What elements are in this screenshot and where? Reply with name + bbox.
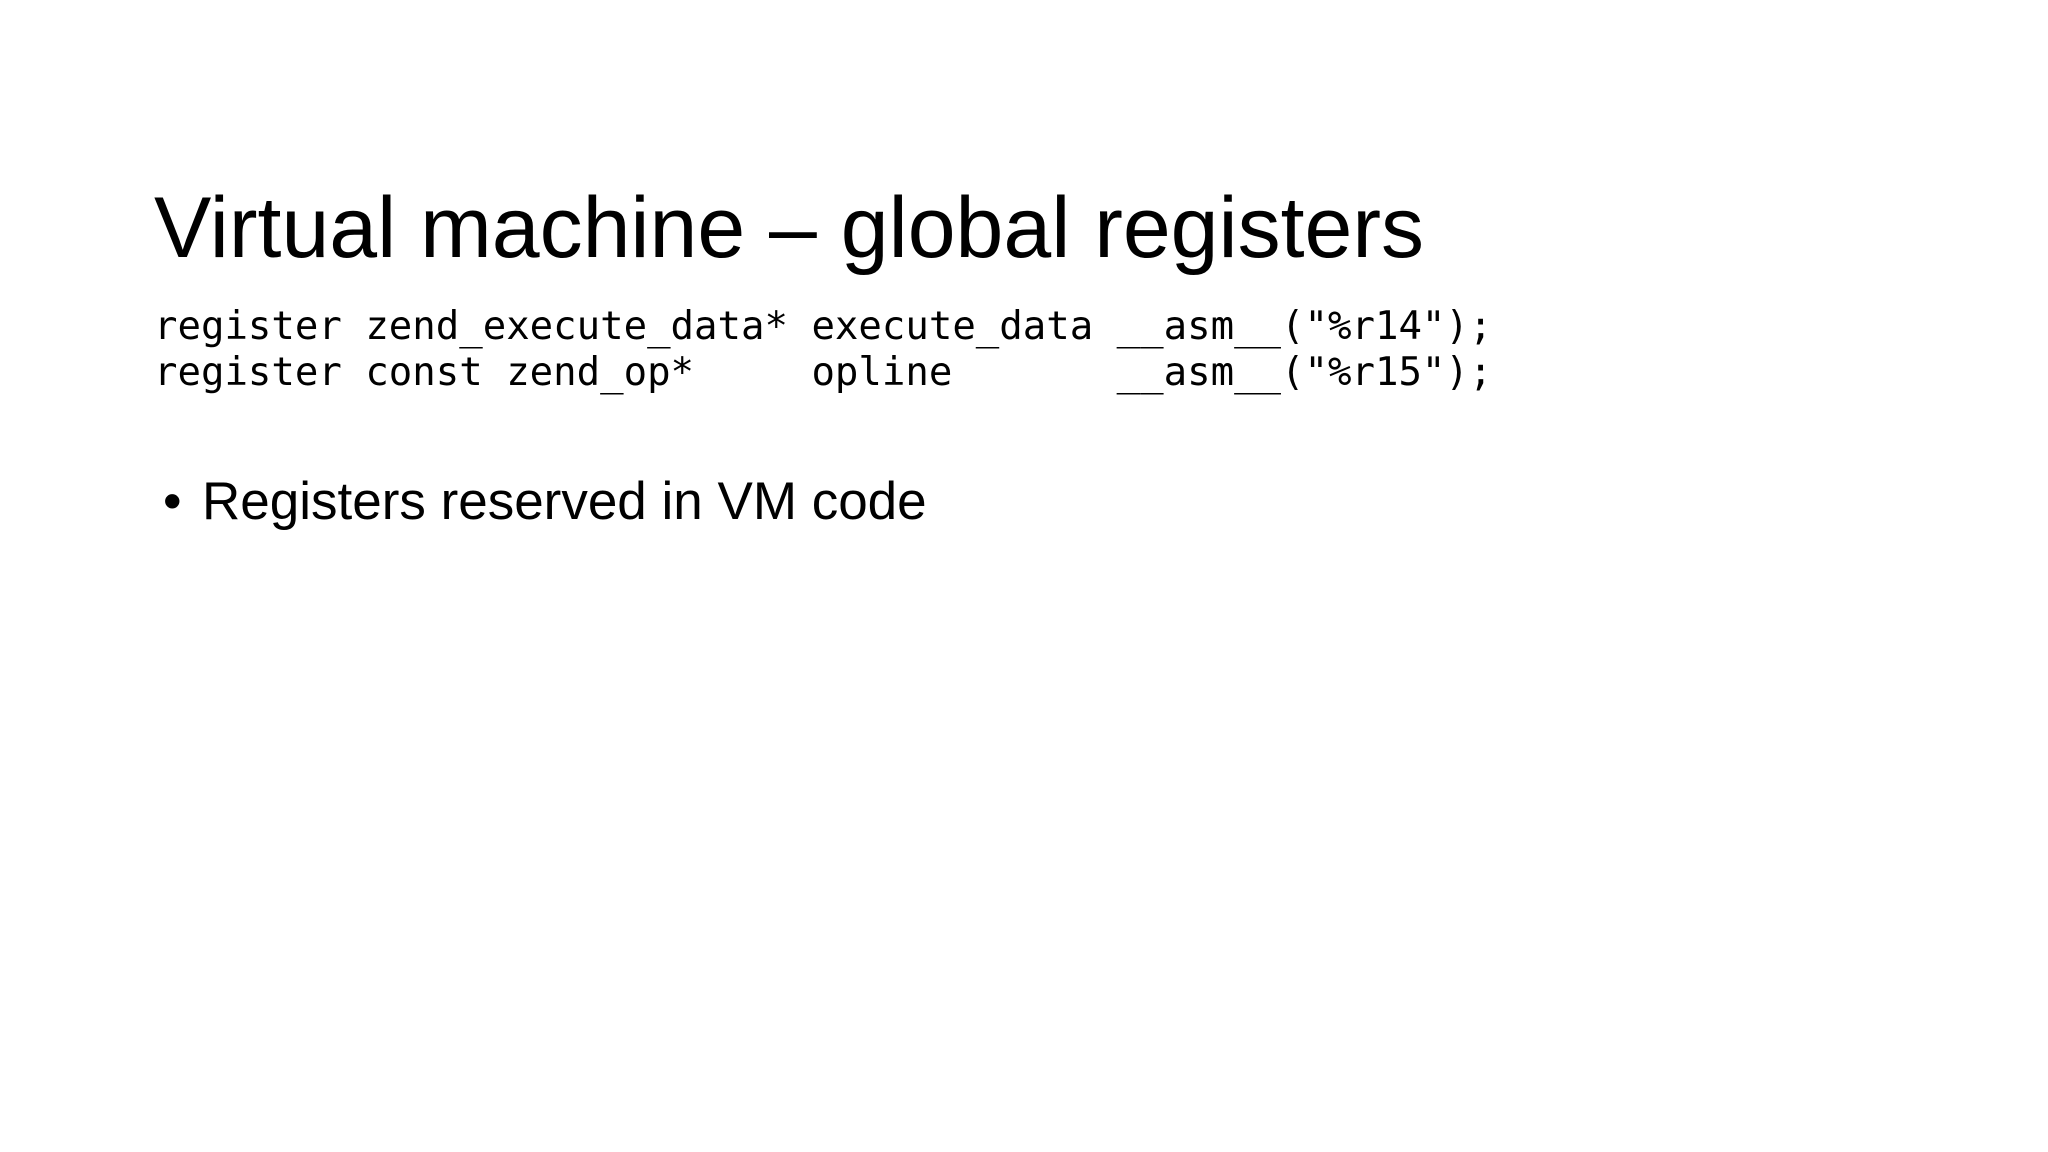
bullet-item: • Registers reserved in VM code <box>163 475 927 528</box>
code-block: register zend_execute_data* execute_data… <box>154 304 1492 396</box>
bullet-text: Registers reserved in VM code <box>202 472 927 531</box>
bullet-list: • Registers reserved in VM code <box>163 475 927 528</box>
code-line-2: register const zend_op* opline __asm__("… <box>154 350 1493 395</box>
bullet-marker-icon: • <box>163 472 182 531</box>
slide-title: Virtual machine – global registers <box>154 179 1424 276</box>
code-line-1: register zend_execute_data* execute_data… <box>154 304 1493 349</box>
